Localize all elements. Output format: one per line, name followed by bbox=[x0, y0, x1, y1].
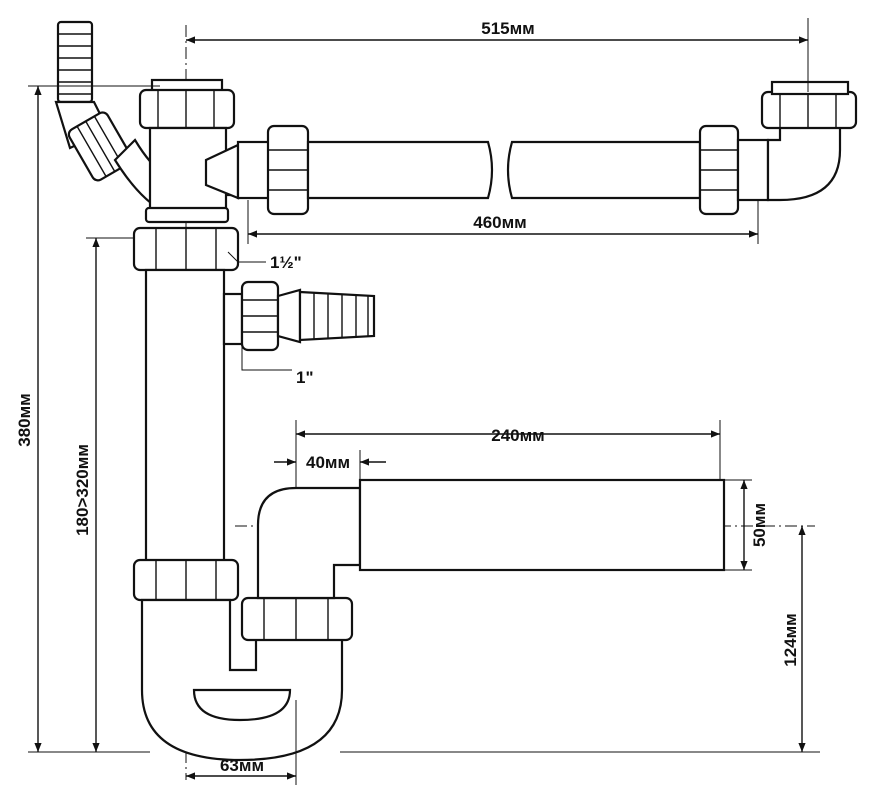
outlet-elbow bbox=[240, 478, 726, 642]
dim-180-320-label: 180>320мм bbox=[73, 444, 92, 536]
overflow-horizontal-pipe bbox=[236, 80, 858, 216]
dim-460-label: 460мм bbox=[473, 213, 527, 232]
dim-124-label: 124мм bbox=[781, 613, 800, 667]
side-hose-connector bbox=[240, 280, 376, 352]
leader-1-5-inch bbox=[227, 251, 266, 263]
dim-63-label: 63мм bbox=[220, 756, 264, 775]
dim-515-label: 515мм bbox=[481, 19, 535, 38]
dim-380-label: 380мм bbox=[15, 393, 34, 447]
dim-40-label: 40мм bbox=[306, 453, 350, 472]
vertical-standpipe bbox=[132, 226, 244, 564]
thread-1-5-label: 1½" bbox=[270, 253, 302, 272]
thread-1-label: 1" bbox=[296, 368, 314, 387]
leader-1-inch bbox=[241, 344, 292, 371]
dim-240-label: 240мм bbox=[491, 426, 545, 445]
dim-50-label: 50мм bbox=[750, 503, 769, 547]
angled-hose-connector bbox=[54, 20, 167, 214]
top-tee-fitting bbox=[138, 78, 240, 224]
